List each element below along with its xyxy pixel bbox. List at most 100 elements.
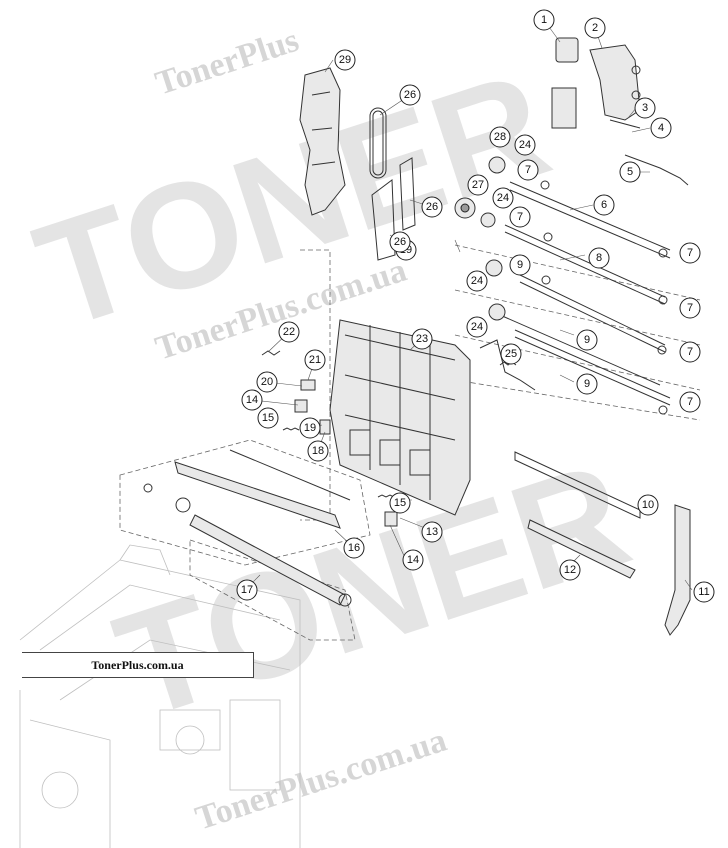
gears bbox=[454, 156, 506, 321]
svg-text:9: 9 bbox=[584, 334, 590, 346]
svg-text:3: 3 bbox=[642, 102, 648, 114]
printer-body-outline bbox=[19, 544, 301, 848]
callout-7-a: 7 bbox=[517, 159, 539, 181]
svg-text:17: 17 bbox=[241, 584, 253, 596]
callout-15-a: 15 bbox=[257, 407, 279, 429]
svg-text:15: 15 bbox=[262, 412, 274, 424]
callout-7-b: 7 bbox=[509, 206, 531, 228]
svg-text:29: 29 bbox=[339, 54, 351, 66]
site-caption-box: TonerPlus.com.ua bbox=[22, 652, 254, 678]
svg-text:5: 5 bbox=[627, 166, 633, 178]
callout-22: 22 bbox=[278, 321, 300, 343]
svg-text:24: 24 bbox=[497, 192, 509, 204]
callout-26-b: 26 bbox=[421, 196, 443, 218]
callout-24-b: 24 bbox=[492, 187, 514, 209]
callout-11: 11 bbox=[693, 581, 715, 603]
left-small-parts bbox=[261, 350, 398, 527]
callout-26-c: 26 bbox=[389, 231, 411, 253]
callout-24-a: 24 bbox=[514, 134, 536, 156]
svg-text:14: 14 bbox=[246, 394, 258, 406]
svg-text:27: 27 bbox=[472, 179, 484, 191]
callout-5: 5 bbox=[619, 161, 641, 183]
site-caption-text: TonerPlus.com.ua bbox=[91, 658, 184, 672]
callout-9-c: 9 bbox=[509, 254, 531, 276]
guide-plates bbox=[514, 451, 691, 636]
svg-text:1: 1 bbox=[541, 14, 547, 26]
roller-assemblies bbox=[143, 449, 352, 607]
callout-26-a: 26 bbox=[399, 84, 421, 106]
shafts bbox=[499, 181, 671, 406]
callout-19-a: 19 bbox=[299, 417, 321, 439]
callout-2: 2 bbox=[584, 17, 606, 39]
callout-15-b: 15 bbox=[389, 492, 411, 514]
callout-8: 8 bbox=[588, 247, 610, 269]
callout-28: 28 bbox=[489, 126, 511, 148]
svg-text:2: 2 bbox=[592, 22, 598, 34]
svg-text:11: 11 bbox=[698, 586, 709, 598]
callout-21: 21 bbox=[304, 349, 326, 371]
callout-23: 23 bbox=[411, 328, 433, 350]
svg-text:7: 7 bbox=[525, 164, 531, 176]
svg-text:13: 13 bbox=[426, 526, 438, 538]
callout-20: 20 bbox=[256, 371, 278, 393]
svg-text:24: 24 bbox=[471, 275, 483, 287]
svg-text:26: 26 bbox=[404, 89, 416, 101]
callout-7-f: 7 bbox=[679, 391, 701, 413]
callout-7-d: 7 bbox=[679, 297, 701, 319]
sensor-bracket-assembly bbox=[551, 37, 689, 186]
svg-text:21: 21 bbox=[309, 354, 321, 366]
belts-26 bbox=[369, 107, 416, 261]
callout-9-b: 9 bbox=[576, 373, 598, 395]
callout-27: 27 bbox=[467, 174, 489, 196]
bushings-7 bbox=[540, 180, 668, 415]
callout-7-c: 7 bbox=[679, 242, 701, 264]
svg-text:25: 25 bbox=[505, 348, 517, 360]
part-23-main-frame bbox=[329, 319, 471, 516]
svg-text:4: 4 bbox=[658, 122, 664, 134]
callout-24-c: 24 bbox=[466, 270, 488, 292]
svg-text:26: 26 bbox=[394, 236, 406, 248]
callout-16: 16 bbox=[343, 537, 365, 559]
callout-7-e: 7 bbox=[679, 341, 701, 363]
svg-text:12: 12 bbox=[564, 564, 576, 576]
svg-text:6: 6 bbox=[601, 199, 607, 211]
callout-25: 25 bbox=[500, 343, 522, 365]
svg-text:8: 8 bbox=[596, 252, 602, 264]
svg-text:9: 9 bbox=[584, 378, 590, 390]
svg-text:7: 7 bbox=[687, 247, 693, 259]
svg-text:24: 24 bbox=[519, 139, 531, 151]
callout-1: 1 bbox=[533, 9, 555, 31]
callout-3: 3 bbox=[634, 97, 656, 119]
svg-text:7: 7 bbox=[687, 346, 693, 358]
svg-text:19: 19 bbox=[304, 422, 316, 434]
svg-text:7: 7 bbox=[687, 302, 693, 314]
svg-text:7: 7 bbox=[517, 211, 523, 223]
callout-4: 4 bbox=[650, 117, 672, 139]
svg-text:15: 15 bbox=[394, 497, 406, 509]
watermark-site-top: TonerPlus bbox=[151, 22, 303, 103]
svg-text:10: 10 bbox=[642, 499, 654, 511]
part-29-side-bracket bbox=[299, 67, 346, 216]
svg-text:24: 24 bbox=[471, 321, 483, 333]
callout-17: 17 bbox=[236, 579, 258, 601]
callout-29: 29 bbox=[334, 49, 356, 71]
svg-text:14: 14 bbox=[407, 554, 419, 566]
callout-12: 12 bbox=[559, 559, 581, 581]
svg-text:22: 22 bbox=[283, 326, 295, 338]
callout-13: 13 bbox=[421, 521, 443, 543]
svg-text:28: 28 bbox=[494, 131, 506, 143]
svg-text:16: 16 bbox=[348, 542, 360, 554]
svg-text:26: 26 bbox=[426, 201, 438, 213]
svg-text:20: 20 bbox=[261, 376, 273, 388]
svg-text:7: 7 bbox=[687, 396, 693, 408]
callout-14-b: 14 bbox=[402, 549, 424, 571]
callout-18: 18 bbox=[307, 440, 329, 462]
callout-24-d: 24 bbox=[466, 316, 488, 338]
callout-6: 6 bbox=[593, 194, 615, 216]
callout-10: 10 bbox=[637, 494, 659, 516]
callout-14-a: 14 bbox=[241, 389, 263, 411]
svg-text:9: 9 bbox=[517, 259, 523, 271]
svg-text:23: 23 bbox=[416, 333, 428, 345]
